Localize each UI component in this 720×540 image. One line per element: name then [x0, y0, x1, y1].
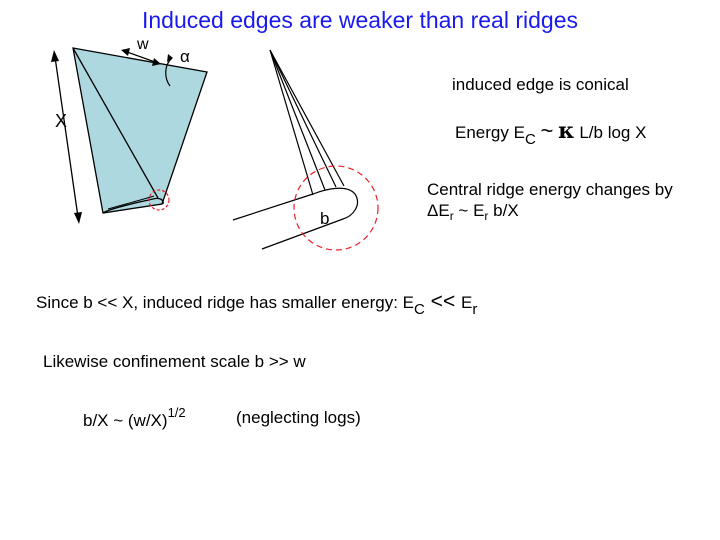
- energy-tilde: ~: [540, 118, 554, 143]
- slide-title: Induced edges are weaker than real ridge…: [141, 7, 578, 33]
- label-x: X: [55, 111, 67, 131]
- small-dashed-circle: [148, 189, 170, 211]
- since-e2: E: [461, 293, 473, 312]
- energy-prefix: Energy E: [455, 123, 525, 142]
- since-sub-r: r: [472, 301, 478, 318]
- since-lt: <<: [424, 290, 462, 313]
- since-statement: Since b << X, induced ridge has smaller …: [36, 290, 477, 318]
- scaling-exponent: 1/2: [167, 405, 186, 420]
- neglecting-logs-note: (neglecting logs): [236, 408, 361, 427]
- central-ridge-formula: ΔEr ~ Er b/X: [427, 201, 519, 223]
- sheet-curl-edge: [102, 197, 164, 214]
- since-sub-c: C: [414, 301, 425, 318]
- ridge-fold-curve: [232, 187, 359, 250]
- induced-edge-text: induced edge is conical: [452, 75, 629, 94]
- x-dimension-arrow: [54, 56, 79, 218]
- cone-line-2: [269, 49, 326, 191]
- ridge-sub-r: r: [484, 209, 489, 223]
- cone-line-3: [269, 49, 337, 188]
- x-arrowhead-bottom: [74, 212, 82, 224]
- w-arrowhead-right: [152, 58, 161, 66]
- w-dimension-arrow: [126, 51, 156, 63]
- delta-sub-r: r: [449, 209, 454, 223]
- w-arrowhead-left: [121, 48, 130, 56]
- delta-e: ΔE: [427, 201, 450, 220]
- energy-formula: Energy EC ~ κ L/b log X: [455, 118, 646, 148]
- ridge-tail: b/X: [488, 201, 519, 220]
- energy-kappa: κ: [558, 118, 575, 144]
- label-b: b: [320, 209, 329, 228]
- large-dashed-circle: [293, 165, 379, 251]
- sheet-shaded-face: [72, 47, 208, 214]
- scaling-formula: b/X ~ (w/X)1/2: [83, 405, 186, 431]
- central-ridge-text: Central ridge energy changes by: [427, 180, 673, 199]
- energy-sub-c: C: [524, 131, 536, 148]
- likewise-statement: Likewise confinement scale b >> w: [43, 352, 306, 371]
- label-w: w: [136, 36, 149, 53]
- energy-rest: L/b log X: [574, 123, 647, 142]
- alpha-arc: [165, 57, 173, 87]
- cone-line-1: [269, 49, 314, 196]
- scaling-base: b/X ~ (w/X): [83, 411, 168, 430]
- sheet-curl-inner: [107, 195, 155, 210]
- x-arrowhead-top: [51, 50, 59, 62]
- since-text: Since b << X, induced ridge has smaller …: [36, 293, 414, 312]
- alpha-arrowhead: [167, 54, 173, 62]
- cone-line-4: [269, 49, 345, 187]
- ridge-mid: ~ E: [453, 201, 485, 220]
- label-alpha: α: [180, 47, 190, 66]
- sheet-fold-line: [72, 47, 159, 199]
